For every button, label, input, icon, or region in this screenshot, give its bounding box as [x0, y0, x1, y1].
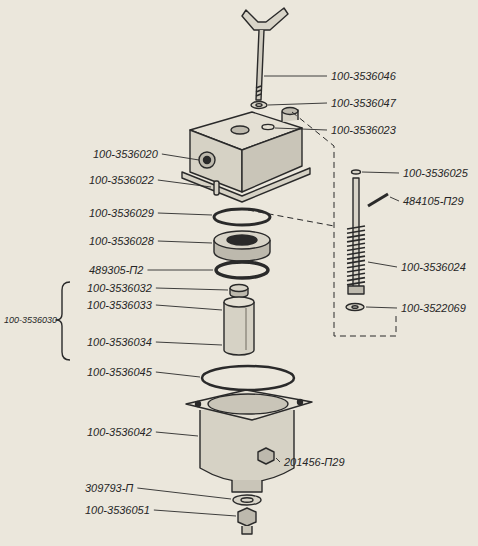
housing-flange	[182, 168, 310, 202]
leader-line	[268, 103, 327, 105]
leader-line	[390, 197, 399, 201]
bowl-neck	[232, 480, 262, 492]
part-number: 100-3536020	[92, 148, 159, 161]
drain-washer	[233, 495, 261, 505]
inlet-fitting	[199, 152, 215, 168]
flange-hole	[196, 402, 201, 407]
o-ring	[214, 209, 270, 225]
part-number: 201456-П29	[283, 456, 346, 469]
spring-turn	[347, 278, 365, 281]
spring-turn	[347, 260, 365, 263]
seal-top	[214, 231, 270, 249]
filter-shade	[245, 308, 246, 350]
screw-boss	[231, 126, 249, 134]
part-number: 100-3536029	[88, 207, 155, 220]
valve-spring	[347, 226, 365, 285]
drain-plug	[238, 508, 256, 526]
spring-turn	[347, 235, 365, 238]
valve-washer	[352, 170, 361, 174]
flange-hole	[298, 400, 303, 405]
part-number: 100-3536024	[400, 261, 467, 274]
part-number: 100-3536030	[3, 314, 58, 327]
group-brace	[56, 282, 70, 360]
part-number: 100-3536023	[330, 124, 397, 137]
spring-turn	[347, 282, 365, 285]
spring-turn	[347, 243, 365, 246]
leader-line	[158, 241, 212, 243]
spring-turn	[347, 265, 365, 268]
wing-screw-head	[242, 8, 288, 30]
leader-lines	[137, 76, 399, 516]
part-number: 489305-П2	[88, 264, 144, 277]
part-number: 100-3536047	[330, 97, 397, 110]
seal-bore	[227, 235, 257, 245]
filter-tube	[224, 302, 254, 355]
valve-boss-top	[282, 108, 298, 115]
spring-turn	[347, 239, 365, 242]
gasket-washer	[262, 124, 274, 129]
screw-shaft	[256, 30, 264, 100]
valve-head	[348, 286, 364, 294]
drain-washer-hole	[241, 498, 253, 502]
leader-line	[156, 288, 228, 290]
filter-top	[224, 297, 254, 307]
bowl-mouth	[208, 394, 288, 414]
leader-line	[147, 270, 213, 271]
bowl-gasket	[202, 366, 294, 390]
leader-line	[162, 154, 199, 160]
washer	[251, 102, 267, 109]
part-number: 100-3536033	[86, 299, 153, 312]
spring-turn	[347, 273, 365, 276]
washer-hole	[256, 104, 262, 107]
leader-line	[156, 432, 198, 436]
spring-turn	[347, 230, 365, 233]
spring-turn	[347, 248, 365, 251]
bowl-flange	[186, 390, 312, 420]
vent-plug	[258, 448, 274, 464]
housing-right-face	[242, 128, 302, 192]
leader-line	[156, 342, 222, 345]
drain-plug-thread	[242, 526, 252, 534]
part-number: 100-3536042	[86, 426, 153, 439]
part-number: 100-3536051	[84, 504, 151, 517]
leader-line	[276, 458, 280, 462]
part-number: 484105-П29	[402, 195, 465, 208]
valve-seat-washer	[346, 304, 364, 311]
leader-line	[137, 488, 231, 499]
part-number: 100-3536045	[86, 366, 153, 379]
leader-line	[158, 180, 211, 187]
leader-line	[154, 510, 236, 516]
part-number: 100-3536046	[330, 70, 397, 83]
leader-line	[366, 307, 397, 308]
leader-line	[156, 372, 200, 377]
inlet-bore	[204, 157, 211, 164]
part-number: 100-3536025	[402, 167, 469, 180]
screw-thread	[256, 86, 261, 96]
leader-line	[368, 262, 397, 267]
leader-line	[158, 213, 212, 215]
leader-line	[275, 128, 327, 130]
leader-line	[156, 305, 222, 310]
pin	[214, 181, 219, 195]
spring-turn	[347, 269, 365, 272]
cotter-pin	[368, 194, 388, 206]
spring-turn	[347, 252, 365, 255]
spring-turn	[347, 256, 365, 259]
part-number: 100-3536032	[86, 282, 153, 295]
part-number: 100-3536034	[86, 336, 153, 349]
valve-seat-hole	[352, 306, 358, 309]
part-number: 309793-П	[84, 482, 134, 495]
leader-line	[362, 172, 399, 173]
part-number: 100-3536022	[88, 174, 155, 187]
assembly-line	[248, 112, 396, 336]
bowl-body	[200, 410, 294, 482]
filter-cap-top	[230, 285, 248, 292]
part-number: 100-3522069	[400, 302, 467, 315]
leader-line	[264, 76, 327, 77]
part-number: 100-3536028	[88, 235, 155, 248]
spring-turn	[347, 226, 365, 229]
snap-ring	[216, 262, 268, 278]
